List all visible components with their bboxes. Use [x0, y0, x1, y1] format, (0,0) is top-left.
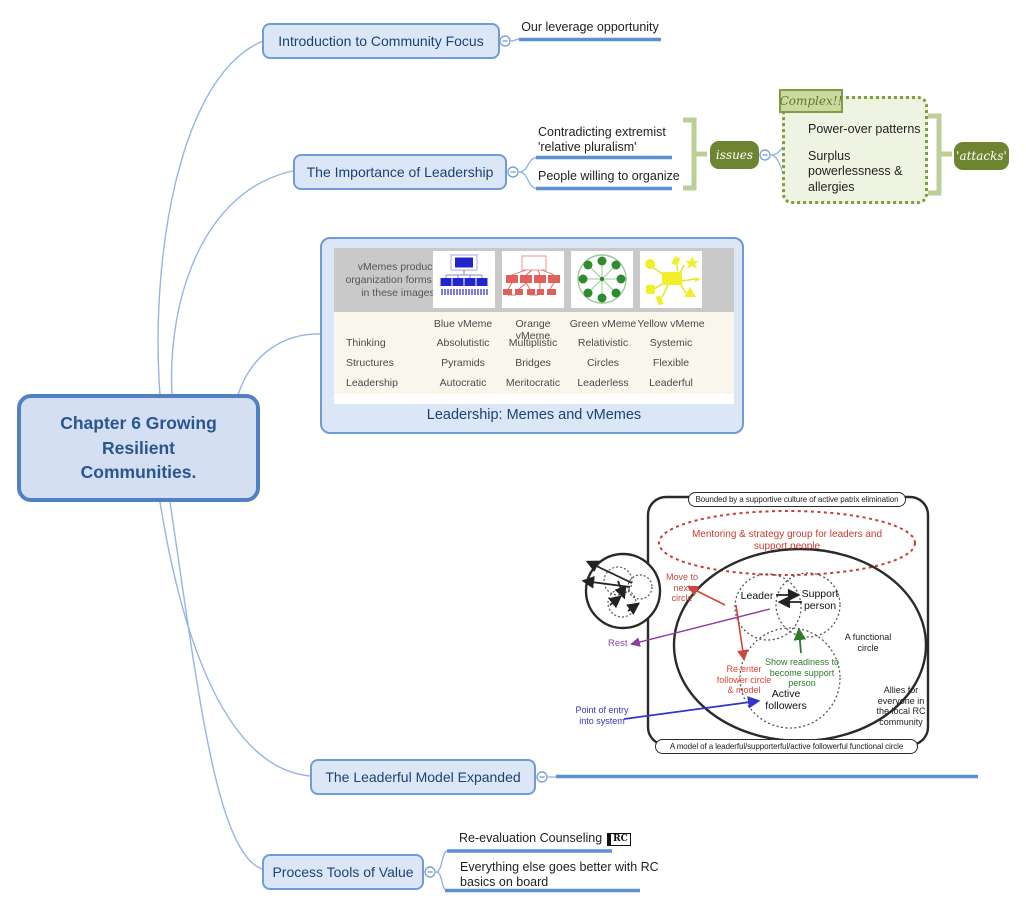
node-introduction[interactable]: Introduction to Community Focus: [262, 23, 500, 59]
orange-vmeme-icon: [502, 251, 564, 308]
column-header: Yellow vMeme: [637, 318, 705, 330]
allies-label: Allies for everyone in the local RC comm…: [876, 685, 926, 727]
row-label: Leadership: [346, 377, 398, 389]
table-cell: Absolutistic: [436, 337, 490, 349]
node-surplus-powerlessness[interactable]: Surplus powerlessness & allergies: [808, 149, 903, 194]
root-title-line: Chapter 6 Growing: [60, 412, 217, 433]
reevaluation-label: Re-evaluation Counseling: [459, 831, 603, 845]
point-of-entry-label: Point of entry into system: [575, 705, 629, 726]
node-reevaluation-counseling[interactable]: Re-evaluation Counseling RC: [459, 831, 631, 846]
node-label: The Leaderful Model Expanded: [325, 769, 521, 785]
node-memes-table[interactable]: vMemes produce organization forms like i…: [320, 237, 744, 434]
row-label: Structures: [346, 357, 394, 369]
yellow-vmeme-icon: [640, 251, 702, 308]
node-leaderful-model[interactable]: The Leaderful Model Expanded: [310, 759, 536, 795]
table-cell: Autocratic: [439, 377, 487, 389]
table-cell: Leaderful: [649, 377, 693, 389]
table-cell: Pyramids: [441, 357, 485, 369]
active-followers-label: Active followers: [765, 688, 807, 713]
rest-label: Rest: [608, 638, 628, 649]
table-body-band: [334, 312, 734, 394]
node-label: Process Tools of Value: [272, 864, 414, 880]
blue-vmeme-icon: [433, 251, 495, 308]
row-label: Thinking: [346, 337, 386, 349]
rc-logo-icon: RC: [607, 833, 631, 846]
leaderful-diagram[interactable]: Bounded by a supportive culture of activ…: [558, 484, 948, 762]
node-process-tools[interactable]: Process Tools of Value: [262, 854, 424, 890]
node-issues[interactable]: issues: [710, 141, 759, 169]
leader-label: Leader: [740, 590, 774, 602]
table-cell: Relativistic: [577, 337, 629, 349]
node-label: The Importance of Leadership: [306, 164, 494, 180]
reenter-label: Re-enter follower circle & model: [716, 664, 772, 696]
table-cell: Circles: [586, 357, 620, 369]
root-title-line: Communities.: [80, 462, 197, 483]
table-cell: Meritocratic: [505, 377, 561, 389]
table-cell: Multiplistic: [508, 337, 558, 349]
table-header-note: vMemes produce organization forms like i…: [345, 261, 451, 300]
node-label: Introduction to Community Focus: [278, 33, 484, 49]
node-importance-of-leadership[interactable]: The Importance of Leadership: [293, 154, 507, 190]
functional-circle-label: A functional circle: [844, 632, 892, 653]
column-header: Green vMeme: [569, 318, 637, 330]
node-leverage-opportunity[interactable]: Our leverage opportunity: [521, 20, 659, 34]
show-readiness-label: Show readiness to become support person: [764, 657, 840, 689]
column-header: Orange vMeme: [515, 318, 551, 342]
table-caption[interactable]: Leadership: Memes and vMemes: [426, 407, 642, 423]
diagram-bottom-banner: A model of a leaderful/supporterful/acti…: [655, 739, 918, 754]
mentoring-group-label: Mentoring & strategy group for leaders a…: [691, 529, 883, 552]
complex-group-label[interactable]: Complex!!: [779, 89, 843, 113]
support-person-label: Support person: [801, 588, 839, 613]
table-cell: Leaderless: [577, 377, 629, 389]
node-attacks[interactable]: 'attacks': [954, 142, 1009, 170]
table-cell: Bridges: [515, 357, 551, 369]
node-everything-else[interactable]: Everything else goes better with RC basi…: [460, 860, 659, 890]
memes-table-image: vMemes produce organization forms like i…: [334, 248, 734, 404]
table-header-band: vMemes produce organization forms like i…: [334, 248, 734, 312]
node-people-willing[interactable]: People willing to organize: [538, 169, 680, 183]
root-title-line: Resilient: [102, 437, 175, 458]
node-power-over[interactable]: Power-over patterns: [808, 122, 921, 136]
complex-group-box[interactable]: Power-over patterns Surplus powerlessnes…: [782, 96, 928, 204]
move-next-label: Move to next circle: [665, 572, 698, 604]
column-header: Blue vMeme: [433, 318, 493, 330]
green-vmeme-icon: [571, 251, 633, 308]
diagram-top-banner: Bounded by a supportive culture of activ…: [688, 492, 906, 507]
node-contradicting-extremist[interactable]: Contradicting extremist 'relative plural…: [538, 125, 666, 155]
root-node[interactable]: Chapter 6 Growing Resilient Communities.: [17, 394, 260, 502]
table-cell: Flexible: [652, 357, 690, 369]
table-cell: Systemic: [649, 337, 693, 349]
